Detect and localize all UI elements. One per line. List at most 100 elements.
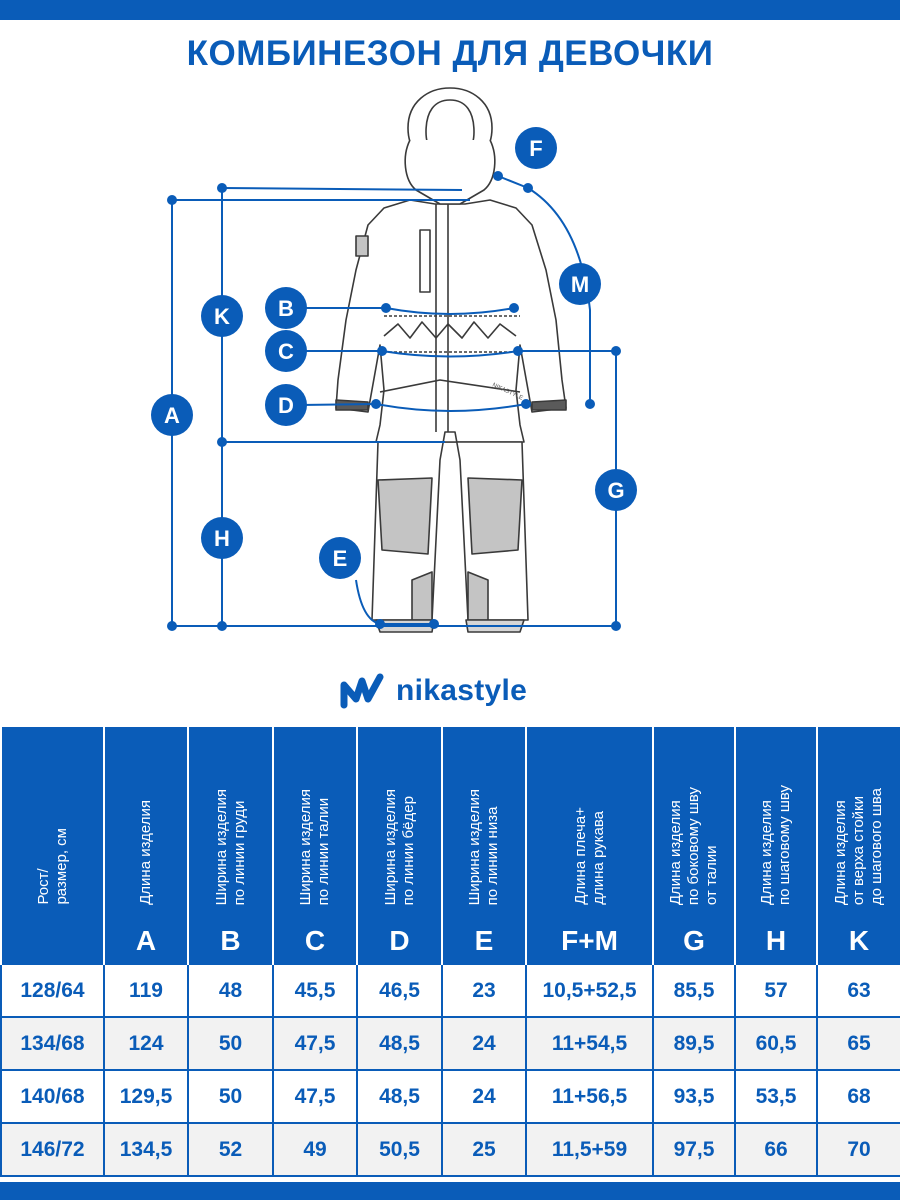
value-cell: 11+54,5 — [525, 1016, 654, 1071]
markers: A B C D E F G H K M — [151, 127, 637, 579]
value-cell: 68 — [816, 1069, 900, 1124]
marker-e: E — [319, 537, 361, 579]
value-cell: 70 — [816, 1122, 900, 1177]
column-letter: G — [683, 925, 705, 956]
line-d — [299, 402, 527, 412]
line-k-top — [221, 187, 463, 191]
column-letter: C — [304, 925, 326, 956]
size-cell: 146/72 — [0, 1122, 105, 1177]
value-cell: 50 — [187, 1069, 274, 1124]
nikastyle-logo-icon — [340, 673, 384, 709]
value-cell: 57 — [734, 963, 818, 1018]
value-cell: 93,5 — [652, 1069, 736, 1124]
value-cell: 63 — [816, 963, 900, 1018]
svg-text:H: H — [214, 526, 230, 551]
column-header-label: Рост/ размер, см — [34, 828, 70, 905]
value-cell: 48,5 — [356, 1016, 443, 1071]
measurement-diagram: NIKASTYLE A B C D E F G H K M — [151, 87, 637, 633]
value-cell: 11,5+59 — [525, 1122, 654, 1177]
column-header-label: Длина изделия от верха стойки до шаговог… — [832, 787, 885, 905]
svg-text:E: E — [333, 546, 348, 571]
marker-g: G — [595, 469, 637, 511]
brand-name: nikastyle — [396, 674, 528, 707]
column-letter: D — [389, 925, 410, 956]
value-cell: 134,5 — [103, 1122, 189, 1177]
value-cell: 129,5 — [103, 1069, 189, 1124]
column-header-label: Ширина изделия по линии груди — [212, 788, 248, 905]
value-cell: 85,5 — [652, 963, 736, 1018]
svg-text:C: C — [278, 339, 294, 364]
svg-text:F: F — [529, 136, 542, 161]
value-cell: 23 — [441, 963, 527, 1018]
value-cell: 48,5 — [356, 1069, 443, 1124]
svg-text:M: M — [571, 272, 589, 297]
marker-m: M — [559, 263, 601, 305]
value-cell: 49 — [272, 1122, 358, 1177]
value-cell: 24 — [441, 1069, 527, 1124]
value-cell: 53,5 — [734, 1069, 818, 1124]
column-header: Длина изделия от верха стойки до шаговог… — [816, 727, 900, 964]
column-letter: B — [220, 925, 241, 956]
marker-f: F — [515, 127, 557, 169]
marker-k: K — [201, 295, 243, 337]
top-bar — [0, 0, 900, 20]
measurement-dots — [167, 171, 621, 631]
value-cell: 25 — [441, 1122, 527, 1177]
value-cell: 46,5 — [356, 963, 443, 1018]
brand-logo: nikastyle — [338, 666, 578, 716]
value-cell: 66 — [734, 1122, 818, 1177]
value-cell: 65 — [816, 1016, 900, 1071]
size-cell: 140/68 — [0, 1069, 105, 1124]
column-header-label: Длина плеча+ длина рукава — [571, 807, 607, 905]
column-letter: A — [135, 925, 157, 956]
value-cell: 52 — [187, 1122, 274, 1177]
value-cell: 48 — [187, 963, 274, 1018]
column-header-label: Длина изделия — [137, 800, 154, 905]
bottom-bar — [0, 1182, 900, 1200]
marker-c: C — [265, 330, 307, 372]
column-header: Рост/ размер, см — [0, 727, 105, 964]
value-cell: 24 — [441, 1016, 527, 1071]
svg-text:G: G — [607, 478, 624, 503]
line-c — [300, 350, 616, 358]
marker-h: H — [201, 517, 243, 559]
marker-a: A — [151, 394, 193, 436]
value-cell: 11+56,5 — [525, 1069, 654, 1124]
value-cell: 119 — [103, 963, 189, 1018]
column-header-label: Длина изделия по шаговому шву — [758, 785, 793, 905]
svg-text:K: K — [214, 304, 230, 329]
value-cell: 45,5 — [272, 963, 358, 1018]
column-header-label: Длина изделия по боковому шву от талии — [667, 786, 720, 905]
value-cell: 10,5+52,5 — [525, 963, 654, 1018]
page-title: КОМБИНЕЗОН ДЛЯ ДЕВОЧКИ — [186, 34, 714, 73]
size-cell: 134/68 — [0, 1016, 105, 1071]
column-header-label: Ширина изделия по линии низа — [466, 788, 501, 905]
value-cell: 47,5 — [272, 1016, 358, 1071]
svg-text:B: B — [278, 296, 294, 321]
size-cell: 128/64 — [0, 963, 105, 1018]
jumpsuit-drawing: NIKASTYLE — [335, 87, 567, 633]
line-f — [497, 175, 529, 189]
column-letter: H — [765, 925, 787, 956]
value-cell: 124 — [103, 1016, 189, 1071]
marker-b: B — [265, 287, 307, 329]
svg-text:D: D — [278, 393, 294, 418]
column-letter: F+M — [561, 925, 618, 956]
value-cell: 47,5 — [272, 1069, 358, 1124]
svg-text:A: A — [164, 403, 180, 428]
column-header-label: Ширина изделия по линии бёдер — [381, 788, 417, 905]
column-letter: K — [848, 925, 870, 956]
value-cell: 89,5 — [652, 1016, 736, 1071]
